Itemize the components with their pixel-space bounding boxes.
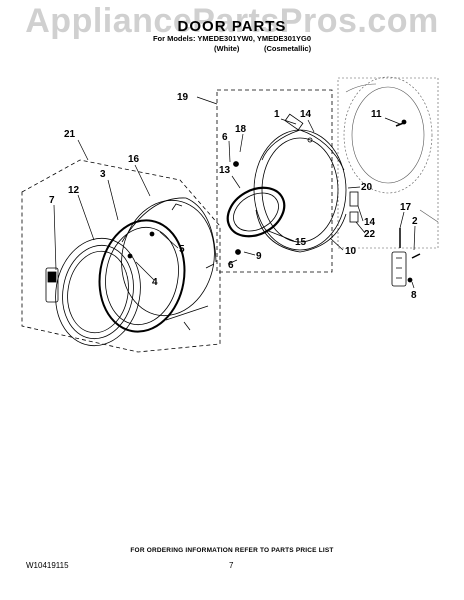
callout-18: 18 [235, 124, 247, 135]
callout-6-top: 6 [222, 132, 228, 143]
callout-6-bottom: 6 [228, 260, 234, 271]
callout-labels: 19 1 14 11 6 18 13 20 21 16 3 12 7 5 4 1… [49, 92, 418, 301]
screw-11 [395, 119, 407, 127]
callout-7: 7 [49, 195, 55, 206]
callout-21: 21 [64, 129, 76, 140]
door-front [55, 237, 141, 347]
variant-white-label: (White) [214, 44, 240, 53]
callout-14-top: 14 [300, 109, 312, 120]
callout-20: 20 [361, 182, 373, 193]
latch-assembly [391, 228, 421, 287]
door-handle [45, 267, 59, 303]
callout-11: 11 [371, 109, 382, 120]
callout-19: 19 [177, 92, 189, 103]
callout-14-right: 14 [364, 217, 376, 228]
callout-3: 3 [100, 169, 106, 180]
callout-9: 9 [256, 251, 262, 262]
cabinet-outline [337, 76, 439, 249]
door-outer-ring [98, 219, 186, 333]
watermark: AppliancePartsPros.com [25, 2, 439, 40]
model-list: For Models: YMEDE301YW0, YMEDE301YG0 [152, 34, 312, 43]
variant-cosmetallic-label: (Cosmetallic) [264, 44, 312, 53]
assembly-bracket-19 [216, 89, 333, 273]
callout-2: 2 [412, 216, 418, 227]
hinge-parts [233, 137, 359, 255]
callout-10: 10 [345, 246, 357, 257]
callout-1: 1 [274, 109, 280, 120]
callout-22: 22 [364, 229, 376, 240]
callout-5: 5 [179, 244, 185, 255]
door-gasket [226, 186, 286, 238]
door-inner-panel [121, 197, 217, 331]
callout-13: 13 [219, 165, 231, 176]
leader-lines [53, 96, 416, 289]
callout-4: 4 [152, 277, 158, 288]
callout-15: 15 [295, 237, 307, 248]
callout-12: 12 [68, 185, 80, 196]
page-number: 7 [229, 561, 234, 570]
page-title: DOOR PARTS [177, 18, 287, 35]
document-code: W10419115 [26, 561, 69, 570]
assembly-bracket-21 [21, 159, 221, 353]
callout-16: 16 [128, 154, 140, 165]
callout-8: 8 [411, 290, 417, 301]
callout-17: 17 [400, 202, 412, 213]
ordering-info: FOR ORDERING INFORMATION REFER TO PARTS … [130, 547, 334, 554]
